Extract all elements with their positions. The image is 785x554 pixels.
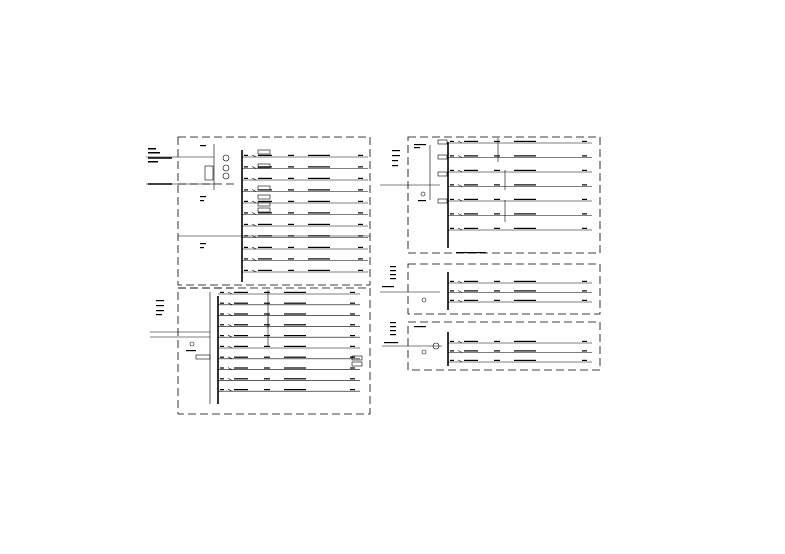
circuit-row [242,223,368,227]
circuit-row [242,258,368,261]
circuit-row [242,189,368,192]
circuit-row [218,345,360,349]
circuit-row [448,340,592,344]
panel-bottom-left [150,287,371,415]
circuit-row [448,227,592,231]
panel-mid-right-border [407,263,601,315]
circuit-row [218,388,360,392]
circuit-row [242,235,368,238]
panel-bottom-right [382,321,601,371]
circuit-row [448,350,592,353]
circuit-row [242,166,368,169]
circuit-row [448,359,592,363]
panel-top-left [146,136,371,286]
panel-bottom-left-border [177,287,371,415]
circuit-row [448,290,592,293]
circuit-row [448,169,592,173]
circuit-row [448,140,592,144]
panel-top-right-border [407,136,601,254]
circuit-row [242,154,368,158]
circuit-row [448,184,592,187]
circuit-row [218,334,360,338]
circuit-row [448,213,592,216]
circuit-row [448,280,592,284]
panel-top-right [380,136,601,254]
circuit-row [242,212,368,215]
circuit-row [242,177,368,181]
circuit-row [218,313,360,316]
circuit-row [218,378,360,381]
circuit-row [242,200,368,204]
circuit-row [242,269,368,273]
circuit-row [448,198,592,202]
panel-mid-right [380,263,601,315]
circuit-row [218,291,360,295]
circuit-row [448,299,592,303]
circuit-row [218,356,360,360]
circuit-row [218,302,360,306]
circuit-row [242,246,368,250]
panel-top-left-border [177,136,371,286]
circuit-row [218,367,360,370]
circuit-row [448,155,592,158]
circuit-row [218,324,360,327]
